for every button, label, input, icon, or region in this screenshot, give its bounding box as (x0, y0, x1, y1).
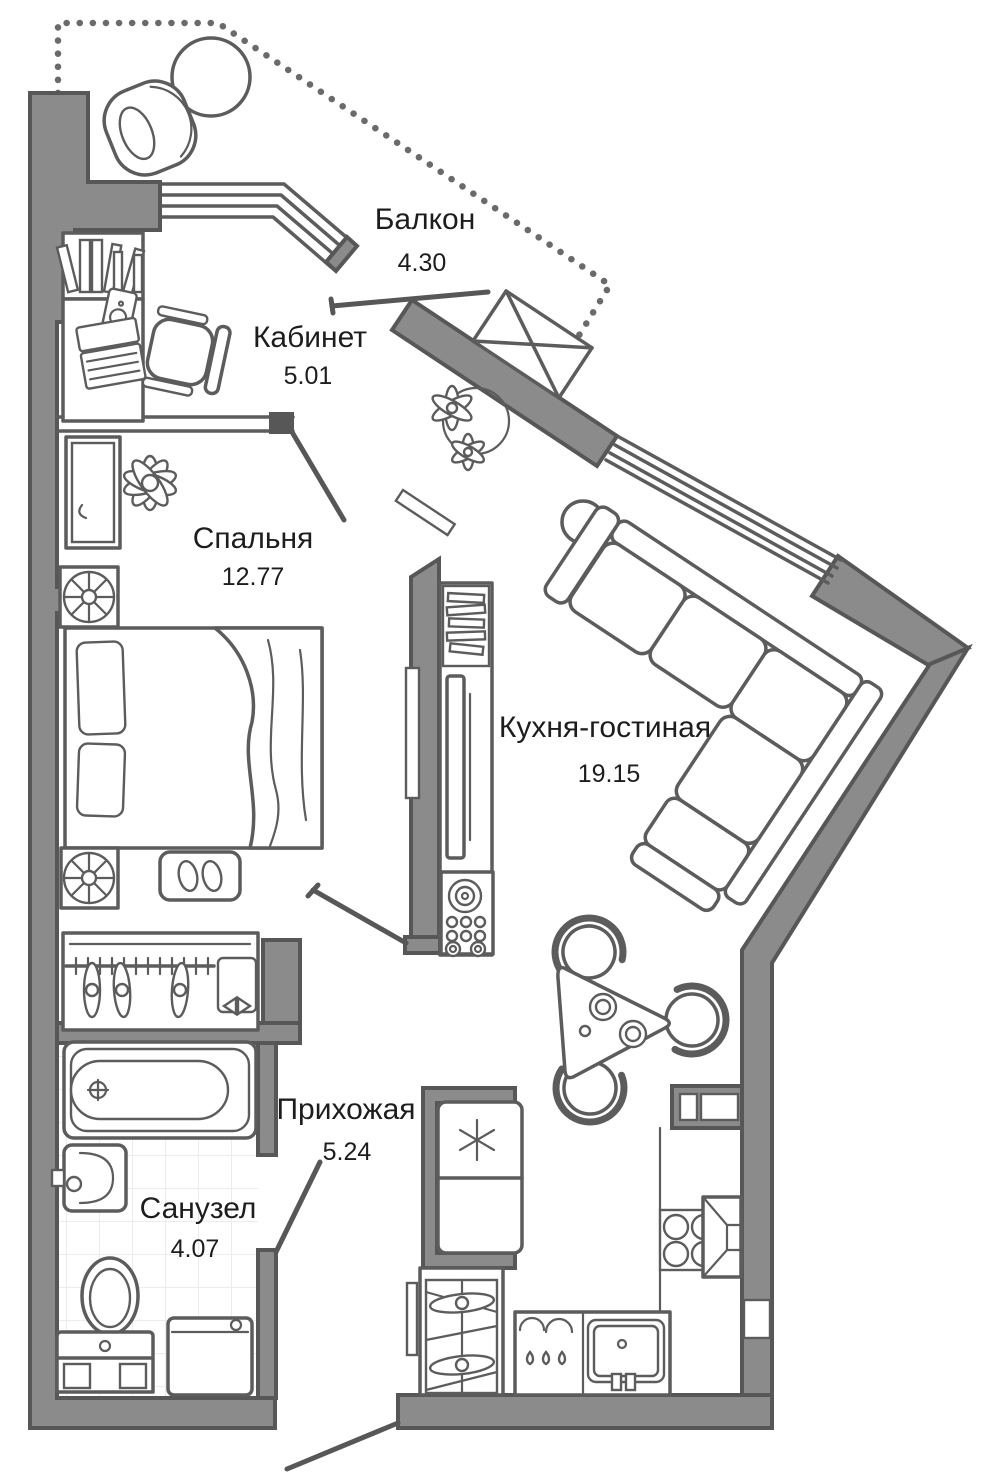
plant (431, 384, 511, 472)
wall-bottom-right (396, 1393, 774, 1430)
room-area-balcony: 4.30 (398, 249, 447, 277)
wall-bathroom-right-lower (256, 1248, 278, 1400)
room-label-bedroom: Спальня (193, 522, 314, 555)
office-bookshelf (55, 231, 146, 301)
room-area-bathroom: 4.07 (171, 1235, 220, 1263)
wall-closet-right (261, 938, 302, 1029)
flower-decor (122, 454, 178, 512)
audio-unit (439, 870, 495, 958)
hall-wardrobe (405, 1266, 505, 1397)
partition-office-bedroom (55, 412, 295, 434)
wall-left-outer (28, 91, 277, 1430)
room-label-hallway: Прихожая (276, 1093, 415, 1126)
washing-machine (166, 1316, 254, 1397)
kitchen-window-band (604, 435, 843, 585)
bathtub (62, 1040, 258, 1140)
cup-cabinet (518, 1316, 574, 1366)
laptop (75, 316, 147, 390)
snowflake-icon (458, 1118, 496, 1162)
fan-box-1 (58, 565, 120, 629)
kitchen-lower-cabinets (513, 1310, 672, 1397)
balcony-door-leaf (328, 289, 491, 316)
towel-shelf (216, 956, 258, 1017)
x-brace-window (471, 289, 594, 400)
wall-niche-window (742, 1298, 772, 1340)
dining-chair (664, 982, 730, 1058)
wall-tv-partition-foot (403, 935, 442, 955)
balcony-armchair (102, 79, 198, 177)
cooker-hood (701, 1195, 743, 1279)
door-leaf-bedroom-hall (305, 882, 409, 946)
dining-set (551, 914, 730, 1126)
bedroom-wardrobe (64, 435, 122, 550)
balcony-boundary-chain (54, 19, 615, 367)
fridge (436, 1100, 524, 1255)
sliding-door-panel (404, 666, 421, 800)
bathroom-sink (50, 1143, 128, 1213)
door-leaf-bedroom-kitchen (394, 488, 457, 537)
office-chair (141, 305, 232, 397)
dining-table (556, 965, 671, 1080)
wall-corner-cap (809, 553, 972, 669)
room-label-bathroom: Санузел (140, 1192, 257, 1225)
room-area-office: 5.01 (284, 362, 333, 390)
door-leaf-bathroom (273, 1159, 323, 1255)
room-area-hallway: 5.24 (323, 1138, 372, 1166)
dining-chair (551, 914, 627, 980)
window-end-cap (323, 234, 360, 274)
room-area-bedroom: 12.77 (222, 563, 285, 591)
balcony-window-band (158, 182, 360, 274)
room-labels: Балкон 4.30 Кабинет 5.01 Спальня 12.77 К… (140, 203, 712, 1263)
kitchen-sink (586, 1318, 666, 1392)
closet-wardrobe (61, 931, 260, 1032)
fan-box-2 (59, 846, 120, 910)
room-area-kitchen-living: 19.15 (578, 760, 641, 788)
room-label-balcony: Балкон (375, 203, 476, 236)
bed (63, 626, 324, 850)
slippers (158, 850, 242, 902)
entry-door-leaf (284, 1420, 401, 1472)
corner-sofa (543, 505, 884, 913)
kitchen-vent (670, 1084, 744, 1130)
hall-wardrobe-door (405, 1281, 419, 1357)
door-leaf-office-bedroom (289, 429, 347, 523)
tv (445, 674, 466, 860)
room-label-kitchen-living: Кухня-гостиная (499, 711, 711, 744)
wall-bathroom-right-upper (256, 1041, 278, 1157)
balcony-round-table (170, 36, 252, 118)
tv-console (438, 581, 495, 958)
toilet (55, 1256, 155, 1394)
blanket (213, 626, 324, 850)
room-label-office: Кабинет (253, 321, 367, 354)
